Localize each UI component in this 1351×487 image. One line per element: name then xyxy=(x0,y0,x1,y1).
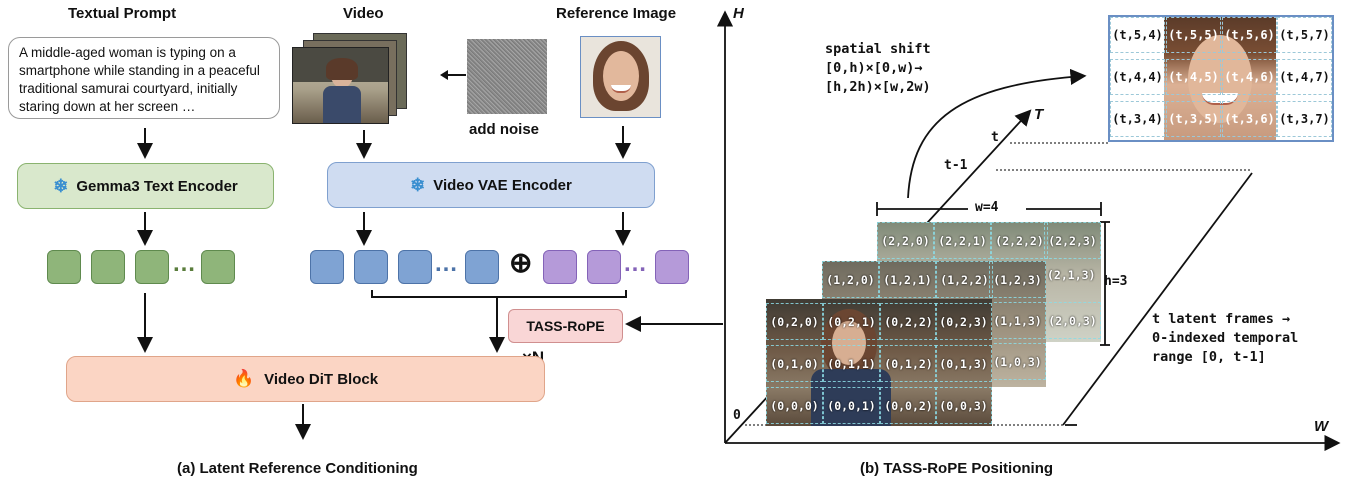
gemma3-text-encoder: ❄ Gemma3 Text Encoder xyxy=(17,163,274,209)
frame0-cell: (0,2,1) xyxy=(823,303,880,340)
spatial-shift-text: spatial shift [0,h)×[0,w)→ [h,2h)×[w,2w) xyxy=(825,40,931,97)
t-label: t xyxy=(991,130,999,145)
origin-label: 0 xyxy=(733,408,741,423)
ref-cell: (t,5,5) xyxy=(1166,17,1221,53)
frame0-cell: (0,2,3) xyxy=(935,303,992,340)
frame0-cell: (0,1,0) xyxy=(766,345,823,382)
axis-w-label: W xyxy=(1314,418,1329,435)
frame0-cell: (0,2,0) xyxy=(766,303,823,340)
prompt-textbox: A middle-aged woman is typing on a smart… xyxy=(8,37,280,119)
ref-cell: (t,4,4) xyxy=(1110,59,1165,95)
frame2-cell: (2,2,2) xyxy=(991,222,1048,259)
textual-prompt-title: Textual Prompt xyxy=(68,5,177,22)
ref-cell: (t,3,7) xyxy=(1277,101,1332,137)
frame1-cell: (1,1,3) xyxy=(989,302,1046,339)
frame0-cell: (0,0,3) xyxy=(935,387,992,424)
text-encoder-label: Gemma3 Text Encoder xyxy=(76,177,238,195)
video-dit-block: 🔥 Video DiT Block xyxy=(66,356,545,402)
video-token xyxy=(310,250,344,284)
tass-rope-label: TASS-RoPE xyxy=(526,318,605,334)
add-noise-label: add noise xyxy=(469,121,540,138)
reference-image-title: Reference Image xyxy=(556,5,677,22)
frame1-cell: (1,2,0) xyxy=(822,261,879,298)
frame0-cell: (0,1,2) xyxy=(880,345,937,382)
video-token xyxy=(354,250,388,284)
frame0-cell: (0,1,1) xyxy=(823,345,880,382)
video-vae-encoder: ❄ Video VAE Encoder xyxy=(327,162,655,208)
frame1-cell: (1,0,3) xyxy=(989,343,1046,380)
frame2-cell: (2,2,3) xyxy=(1044,222,1101,259)
frame1-cell: (1,2,2) xyxy=(936,261,993,298)
ref-cell: (t,5,7) xyxy=(1277,17,1332,53)
fire-icon: 🔥 xyxy=(232,369,255,388)
ref-cell: (t,4,6) xyxy=(1222,59,1277,95)
noise-image xyxy=(467,39,547,114)
frame2-cell: (2,0,3) xyxy=(1044,302,1101,339)
video-frame-front xyxy=(292,47,389,124)
temporal-line1: t latent frames → xyxy=(1152,311,1291,327)
ref-cell: (t,5,6) xyxy=(1222,17,1277,53)
temporal-line3: range [0, t-1] xyxy=(1152,349,1266,365)
frame0-cell: (0,1,3) xyxy=(935,345,992,382)
text-token xyxy=(201,250,235,284)
noise-arrow xyxy=(440,70,466,80)
ref-cell: (t,3,6) xyxy=(1222,101,1277,137)
ellipsis: … xyxy=(623,250,647,277)
temporal-line2: 0-indexed temporal xyxy=(1152,330,1299,346)
ref-cell: (t,3,4) xyxy=(1110,101,1165,137)
frame2-cell: (2,2,1) xyxy=(934,222,991,259)
snowflake-icon: ❄ xyxy=(410,174,426,195)
caption-left: (a) Latent Reference Conditioning xyxy=(177,460,418,477)
reference-token xyxy=(655,250,689,284)
ref-cell: (t,4,5) xyxy=(1166,59,1221,95)
frame0-cell: (0,0,0) xyxy=(766,387,823,424)
axis-t-label: T xyxy=(1034,106,1044,123)
w-label: w=4 xyxy=(975,200,999,215)
spatial-shift-line1: spatial shift xyxy=(825,41,931,57)
spatial-shift-line3: [h,2h)×[w,2w) xyxy=(825,79,931,95)
caption-right: (b) TASS-RoPE Positioning xyxy=(860,460,1054,477)
frame2-extra-cell: (2,1,3) xyxy=(1047,268,1096,282)
dit-label: Video DiT Block xyxy=(264,370,379,388)
ref-cell: (t,5,4) xyxy=(1110,17,1165,53)
frame1-cell: (1,2,3) xyxy=(989,261,1046,298)
text-token xyxy=(47,250,81,284)
reference-token xyxy=(543,250,577,284)
prompt-text: A middle-aged woman is typing on a smart… xyxy=(19,45,260,114)
ellipsis: … xyxy=(172,250,196,277)
t-minus-1-label: t-1 xyxy=(944,158,968,173)
axis-h-label: H xyxy=(733,5,744,22)
frame0-cell: (0,2,2) xyxy=(880,303,937,340)
vae-encoder-label: Video VAE Encoder xyxy=(433,176,572,194)
temporal-text: t latent frames → 0-indexed temporal ran… xyxy=(1152,310,1298,367)
frame0-cell: (0,0,2) xyxy=(880,387,937,424)
video-token xyxy=(465,250,499,284)
tass-rope-box: TASS-RoPE xyxy=(508,309,623,343)
frame0-cell: (0,0,1) xyxy=(823,387,880,424)
ref-cell: (t,4,7) xyxy=(1277,59,1332,95)
spatial-shift-line2: [0,h)×[0,w)→ xyxy=(825,60,923,76)
concat-icon: ⊕ xyxy=(509,247,533,278)
text-token xyxy=(135,250,169,284)
snowflake-icon: ❄ xyxy=(53,175,69,196)
reference-token xyxy=(587,250,621,284)
frame2-cell: (2,2,0) xyxy=(877,222,934,259)
text-token xyxy=(91,250,125,284)
h-label: h=3 xyxy=(1104,274,1128,289)
reference-image xyxy=(580,36,661,118)
video-token xyxy=(398,250,432,284)
ref-cell: (t,3,5) xyxy=(1166,101,1221,137)
ellipsis: … xyxy=(434,250,458,277)
frame1-cell: (1,2,1) xyxy=(879,261,936,298)
video-title: Video xyxy=(343,5,384,22)
